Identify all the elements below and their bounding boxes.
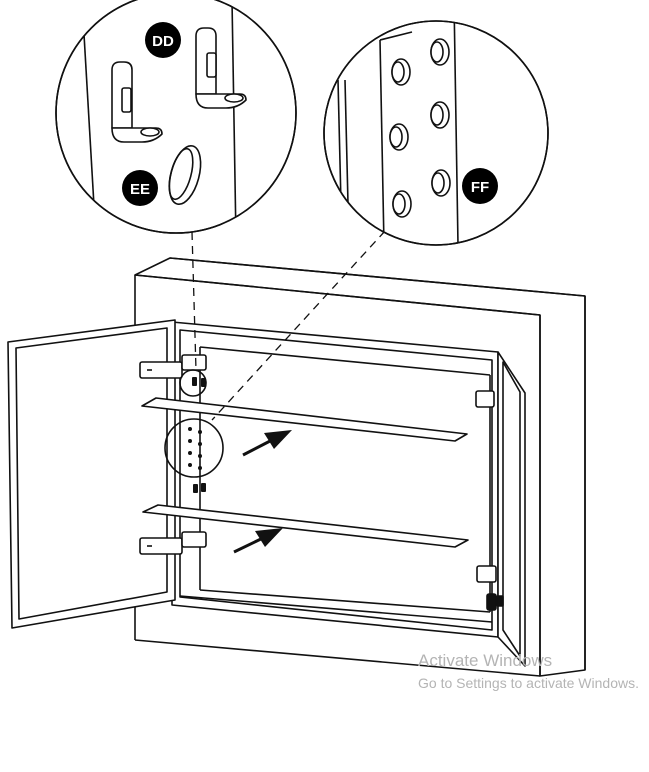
callout-label-ff: FF [471, 179, 489, 196]
shelf-bracket-clips [192, 377, 206, 493]
left-door [7, 319, 176, 629]
cover-cap [168, 144, 202, 206]
left-door-inner [15, 327, 168, 620]
cabinet-back-top-line [199, 346, 491, 376]
leader-lines [191, 230, 386, 421]
hinge-top-right [475, 390, 495, 408]
shelf-lower [142, 504, 469, 548]
callout-badge-ee: EE [122, 170, 158, 206]
callout-badge-dd: DD [145, 22, 181, 58]
cabinet-back-bottom-line [199, 589, 491, 613]
shelf-clip-left [111, 61, 163, 143]
right-door-inner [502, 361, 521, 657]
shelf-upper [141, 397, 468, 442]
callout-badge-ff: FF [462, 168, 498, 204]
detail-magnifier-ff [323, 20, 549, 246]
pin-holes-magnified [389, 38, 451, 218]
shelf-clip-right [195, 27, 247, 109]
side-panel-line-4 [453, 21, 459, 245]
callout-label-ee: EE [130, 181, 150, 198]
hinge-bottom-left [139, 531, 207, 555]
cabinet-frame-outer [171, 321, 499, 638]
detail-magnifier-dd-ee [55, 0, 297, 234]
right-door [497, 351, 526, 667]
wall-bottom-edge [134, 639, 541, 677]
cabinet-body [171, 321, 499, 638]
side-panel-pin-holes [188, 427, 202, 470]
callout-label-dd: DD [152, 33, 174, 50]
side-panel-top-edge [379, 31, 413, 41]
right-door-outer [497, 351, 526, 667]
hinge-top-left [139, 354, 207, 379]
hinge-bottom-right [476, 565, 497, 583]
detail-circle-ff [164, 418, 224, 478]
side-panel-line-3 [379, 39, 385, 245]
insert-arrow-lower [233, 528, 283, 554]
activation-watermark-subtitle[interactable]: Go to Settings to activate Windows. [418, 675, 639, 691]
panel-edge-line-right [231, 0, 237, 233]
insert-arrow-upper [242, 430, 292, 457]
wall-top-front-edge [134, 274, 541, 316]
detail-circle-dd-ee [179, 369, 207, 397]
cabinet-floor-line [179, 595, 493, 623]
wall-top-back-edge [169, 257, 586, 297]
activation-watermark-title: Activate Windows [418, 651, 553, 670]
door-latch [486, 593, 504, 611]
left-door-outer [7, 319, 176, 629]
